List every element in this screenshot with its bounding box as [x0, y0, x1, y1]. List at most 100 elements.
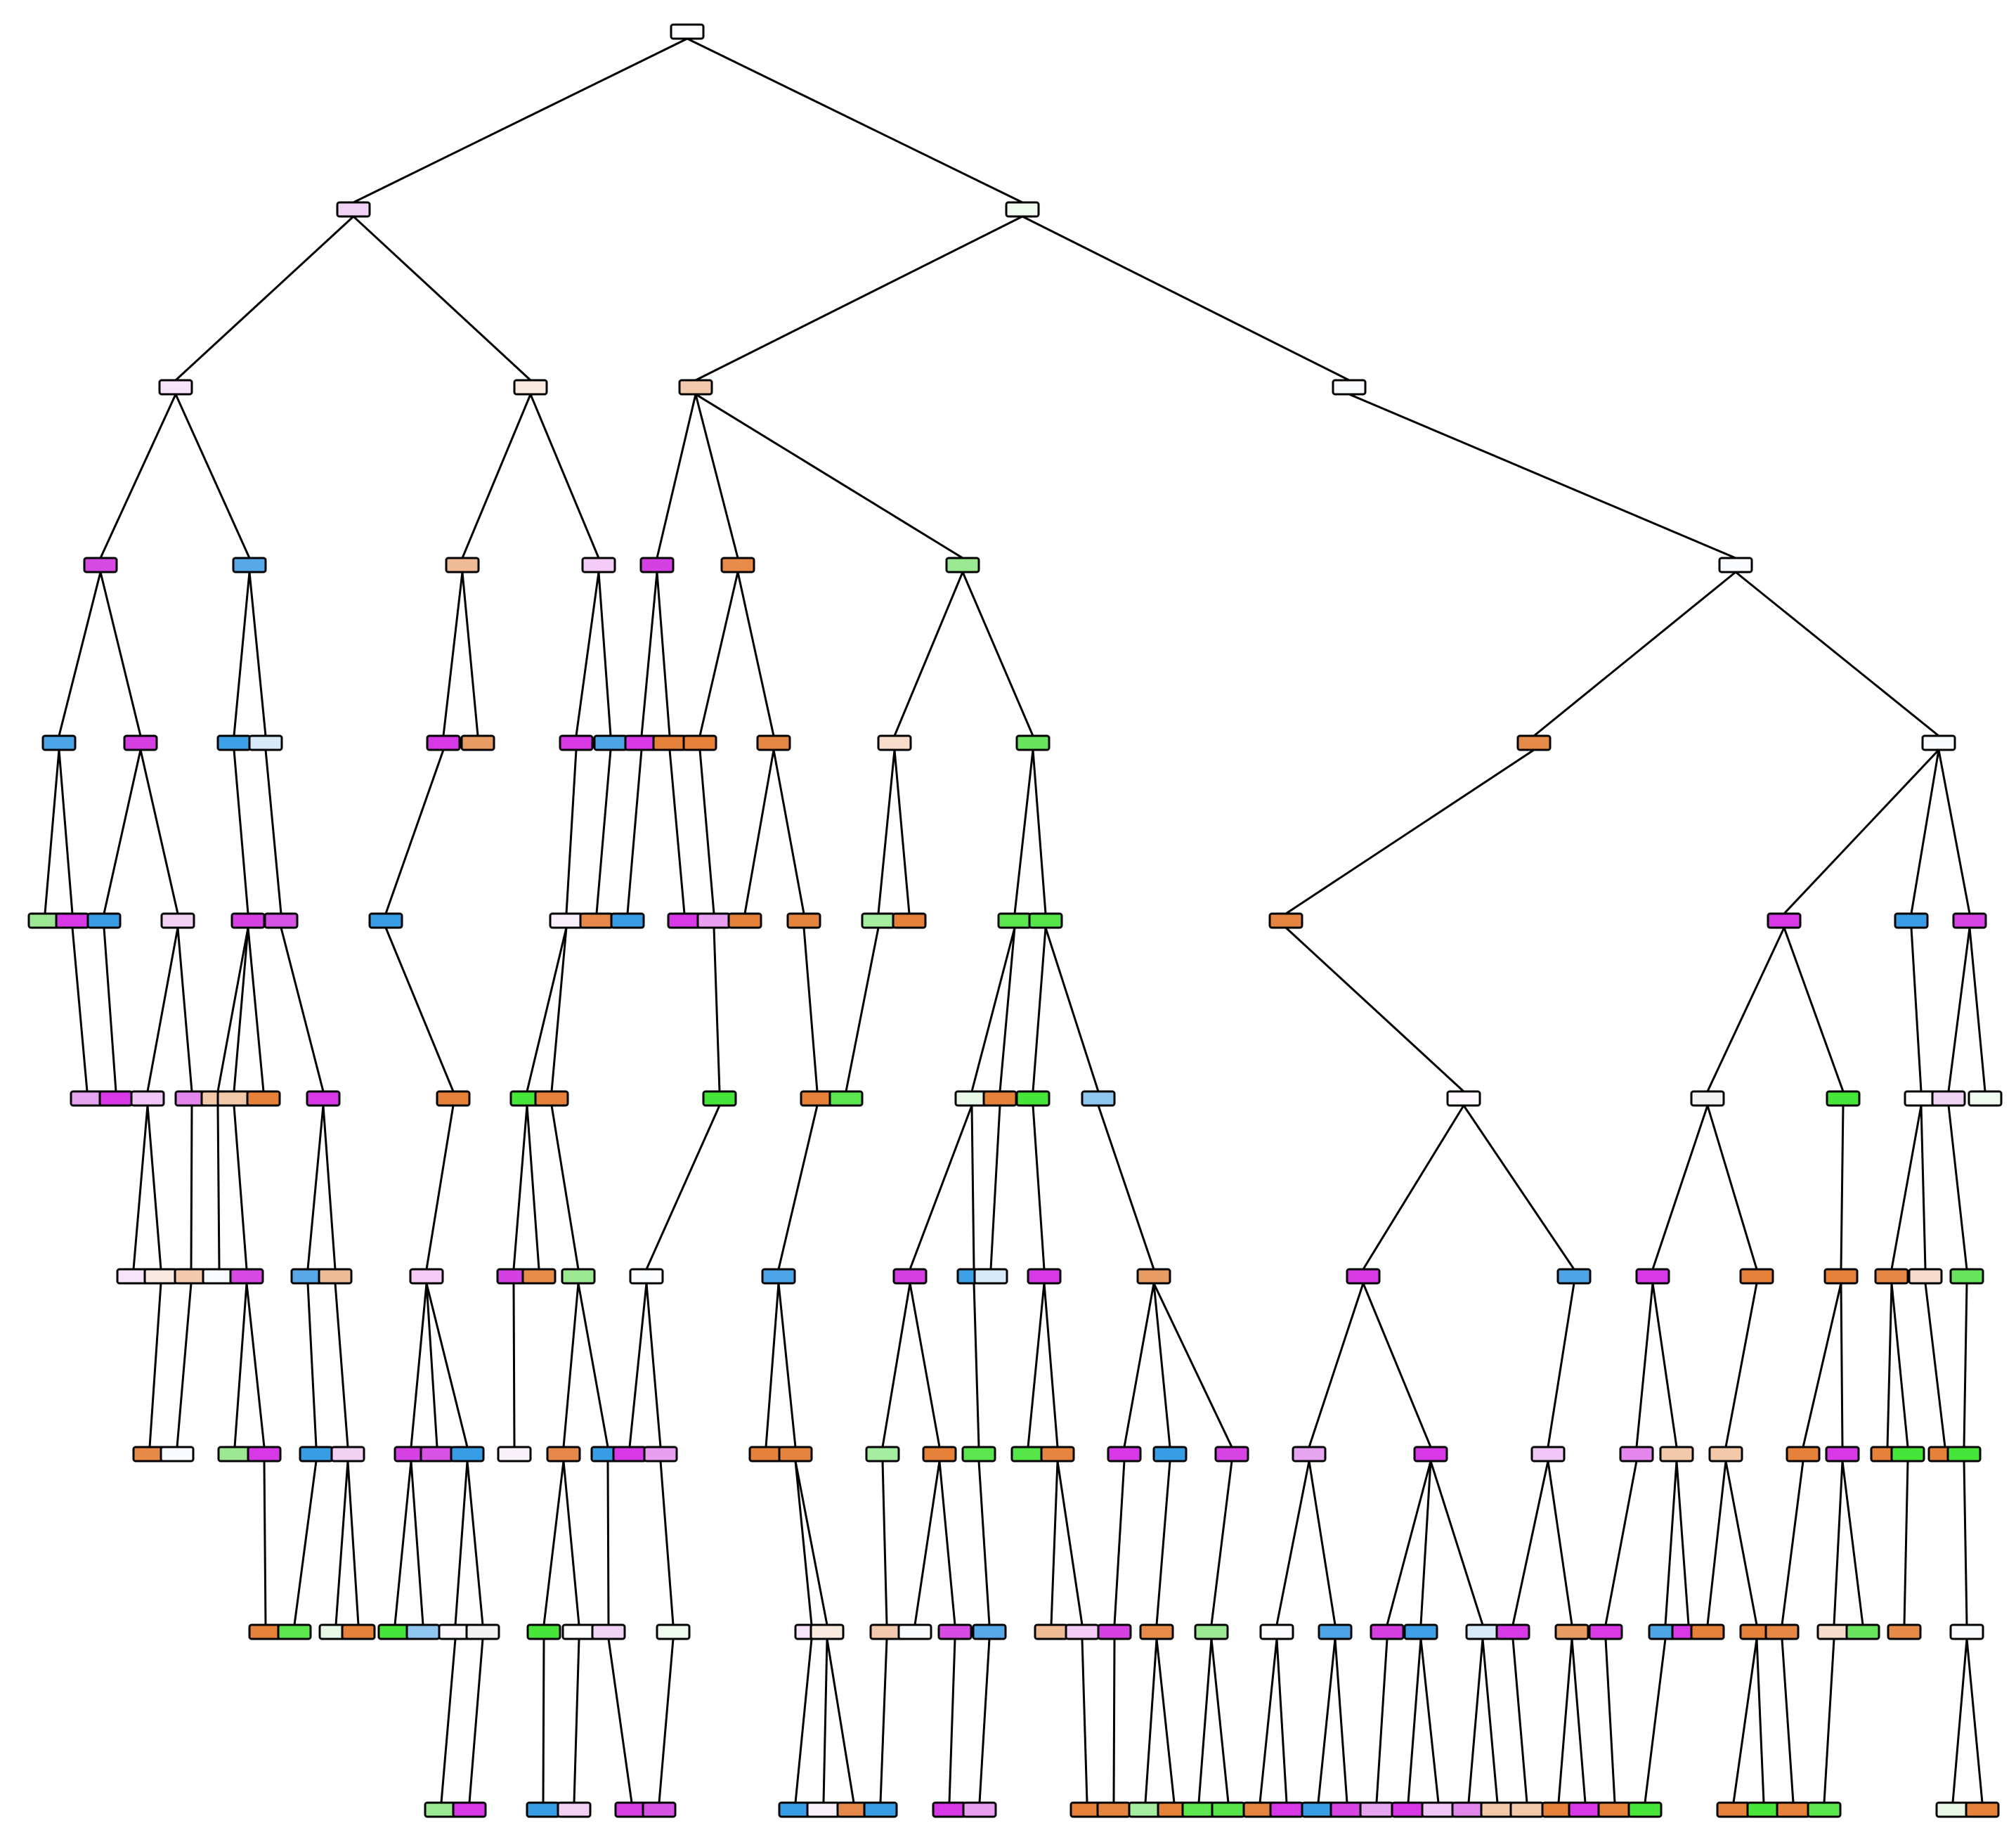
tree-edge — [961, 571, 1034, 737]
tree-node-box — [932, 1801, 967, 1818]
tree-edge — [1890, 1283, 1909, 1448]
tree-node-box — [656, 1623, 691, 1640]
tree-node-box — [786, 912, 821, 929]
tree-node — [1949, 1623, 1984, 1640]
tree-node — [420, 1446, 455, 1463]
tree-node — [1034, 1623, 1069, 1640]
tree-edge — [845, 927, 880, 1092]
tree-edge — [425, 1283, 469, 1448]
tree-node — [1128, 1801, 1163, 1818]
tree-edge — [656, 571, 671, 737]
tree-node-box — [1949, 1623, 1984, 1640]
tree-node — [1530, 1446, 1566, 1463]
tree-node — [591, 1623, 626, 1640]
tree-node-box — [702, 1090, 737, 1107]
tree-node-box — [1005, 201, 1040, 218]
tree-node — [828, 1090, 864, 1107]
tree-node-box — [642, 1801, 677, 1818]
tree-node-box — [1588, 1623, 1623, 1640]
tree-node-box — [1739, 1268, 1774, 1285]
tree-node-box — [1530, 1446, 1566, 1463]
tree-node-box — [405, 1623, 441, 1640]
tree-node — [1952, 912, 1987, 929]
tree-edge — [656, 394, 697, 559]
tree-edge — [352, 215, 532, 382]
tree-edge — [1259, 1638, 1278, 1803]
tree-edge — [973, 1283, 980, 1448]
tree-node-box — [1027, 1268, 1062, 1285]
tree-node-box — [1097, 1623, 1132, 1640]
tree-node-box — [1096, 1801, 1131, 1818]
tree-edge — [103, 927, 117, 1092]
tree-edge — [1735, 571, 1939, 737]
tree-node-box — [1746, 1801, 1781, 1818]
tree-node — [561, 1623, 597, 1640]
tree-edge — [1467, 1638, 1484, 1803]
tree-node-box — [318, 1268, 353, 1285]
tree-node-box — [1952, 912, 1987, 929]
tree-node-box — [1887, 1623, 1922, 1640]
tree-node — [526, 1623, 561, 1640]
tree-edge — [248, 571, 267, 737]
tree-node — [800, 1090, 835, 1107]
tree-node-box — [1659, 1446, 1694, 1463]
tree-node — [678, 379, 713, 396]
tree-node-box — [1034, 1623, 1069, 1640]
tree-node-box — [1268, 912, 1303, 929]
tree-node-box — [828, 1090, 864, 1107]
tree-edge — [353, 37, 688, 204]
tree-node-box — [217, 1446, 252, 1463]
tree-node — [409, 1268, 444, 1285]
tree-edge — [879, 1638, 888, 1803]
tree-node-box — [937, 1623, 973, 1640]
tree-edge — [1481, 1638, 1499, 1803]
tree-node — [230, 912, 266, 929]
tree-node — [561, 1268, 596, 1285]
tree-edge — [247, 927, 265, 1092]
tree-edge — [1027, 1283, 1046, 1448]
tree-node-box — [892, 912, 927, 929]
tree-node — [1764, 1623, 1800, 1640]
tree-node — [368, 912, 403, 929]
tree-node-box — [1554, 1623, 1589, 1640]
tree-node-box — [1391, 1801, 1426, 1818]
tree-edge — [1890, 1105, 1923, 1270]
tree-node-box — [1635, 1268, 1670, 1285]
tree-node — [1495, 1623, 1530, 1640]
tree-node — [160, 1446, 195, 1463]
tree-node — [247, 1446, 282, 1463]
tree-node-box — [1040, 1446, 1075, 1463]
tree-edge — [1675, 1460, 1690, 1626]
tree-edge — [1285, 748, 1535, 915]
tree-edge — [597, 571, 612, 737]
tree-edge — [1547, 1460, 1573, 1626]
tree-edge — [1781, 1460, 1804, 1626]
tree-node — [1028, 912, 1063, 929]
tree-node — [1627, 1801, 1663, 1818]
tree-node-box — [1890, 1446, 1925, 1463]
tree-edge — [794, 1638, 813, 1803]
tree-node-box — [1413, 1446, 1448, 1463]
tree-node-box — [629, 1268, 664, 1285]
tree-edge — [1419, 1460, 1432, 1626]
tree-node-box — [1214, 1446, 1249, 1463]
tree-node — [863, 1801, 898, 1818]
tree-edge — [668, 749, 686, 914]
tree-edge — [468, 1638, 484, 1803]
tree-node-box — [1965, 1801, 2000, 1818]
tree-edge — [440, 1638, 457, 1803]
tree-node-box — [497, 1446, 532, 1463]
tree-edge — [542, 1460, 565, 1626]
tree-node-box — [1446, 1090, 1481, 1107]
tree-node-box — [445, 557, 480, 573]
tree-node-box — [1194, 1623, 1229, 1640]
tree-node — [1329, 1801, 1365, 1818]
tree-node — [460, 734, 495, 751]
tree-node-box — [748, 1446, 783, 1463]
tree-edge — [466, 1460, 484, 1626]
tree-node-box — [1874, 1268, 1909, 1285]
tree-node-box — [1181, 1801, 1216, 1818]
tree-edge — [139, 749, 179, 914]
tree-edge — [1013, 749, 1034, 914]
tree-node — [248, 734, 283, 751]
